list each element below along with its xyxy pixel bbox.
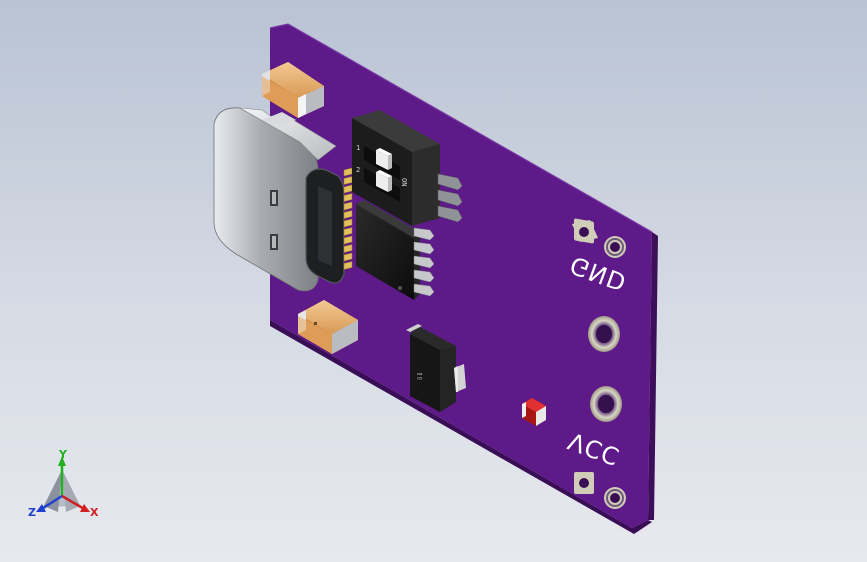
y-axis-label: Y — [58, 448, 68, 461]
soic-lead — [413, 241, 435, 255]
capacitor-bottom[interactable] — [298, 300, 358, 354]
dip-switch-leads — [437, 173, 463, 223]
soic-ic[interactable] — [356, 200, 435, 300]
soic-lead — [413, 269, 435, 283]
z-axis-label: Z — [28, 506, 36, 519]
sot-component[interactable]: ▯▯ — [406, 324, 466, 412]
pad-gnd-square[interactable] — [572, 218, 598, 244]
pad-vcc-square[interactable] — [574, 472, 594, 494]
usb-c-pin — [343, 252, 353, 262]
usb-c-pin — [343, 210, 353, 219]
capacitor-top[interactable] — [262, 62, 324, 118]
usb-c-pin — [343, 261, 353, 270]
usb-c-pin — [343, 193, 353, 202]
x-axis-label: X — [90, 506, 99, 519]
usb-c-pin — [343, 244, 353, 253]
usb-c-pin — [343, 201, 353, 211]
usb-c-pin — [343, 218, 353, 228]
dip-switch[interactable]: 1 2 ON — [352, 110, 463, 226]
pad-vcc-round[interactable] — [604, 487, 626, 509]
soic-lead — [413, 283, 435, 297]
dip-switch-toggle-2[interactable] — [376, 170, 392, 192]
dip-switch-number-1: 1 — [356, 144, 360, 152]
mount-hole-2[interactable] — [590, 386, 622, 422]
usb-c-connector[interactable] — [213, 107, 353, 292]
dip-switch-toggle-1[interactable] — [376, 148, 392, 170]
svg-text:▯▯: ▯▯ — [416, 372, 424, 380]
pin1-dot — [398, 286, 402, 290]
led-indicator[interactable] — [522, 398, 546, 426]
dip-switch-on-label: ON — [400, 178, 408, 186]
usb-c-shell — [213, 107, 319, 292]
dip-lead — [437, 205, 463, 223]
soic-lead — [413, 255, 435, 269]
dip-lead — [437, 173, 463, 191]
soic-lead — [413, 227, 435, 241]
orientation-triad[interactable]: Y X Z — [28, 448, 99, 519]
dip-lead — [437, 189, 463, 207]
pad-gnd-round[interactable] — [604, 236, 626, 258]
mount-hole-1[interactable] — [588, 316, 620, 352]
x-axis-line — [61, 494, 87, 512]
usb-c-pins — [343, 167, 353, 270]
pcb-right-edge — [648, 232, 658, 520]
dip-switch-number-2: 2 — [356, 166, 360, 174]
usb-c-pin — [343, 227, 353, 236]
usb-c-pin — [343, 235, 353, 245]
soic-leads — [413, 227, 435, 297]
